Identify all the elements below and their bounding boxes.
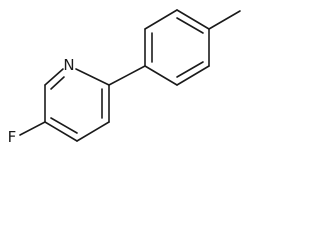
bond-t6-t1: [144, 65, 178, 86]
bond-c3-c4: [76, 121, 110, 142]
pyridine-ring: [44, 68, 110, 142]
bond-c4-c5-inner: [50, 117, 78, 134]
nitrogen-atom-label: N: [63, 56, 74, 74]
bond-c6-n-inner: [50, 76, 65, 90]
bond-biaryl: [108, 65, 146, 86]
structural-formula: N F: [8, 9, 241, 146]
bond-t2-t3: [144, 9, 178, 30]
fluorine-atom-label: F: [8, 128, 17, 146]
bond-t5-t6: [176, 65, 210, 86]
bond-c5-f: [19, 121, 46, 136]
bond-c4-c5: [44, 121, 78, 142]
bond-t3-t4-inner: [176, 17, 204, 34]
bond-n-c2: [75, 68, 110, 86]
bond-c6-n: [44, 68, 64, 86]
bond-t5-t6-inner: [176, 61, 204, 78]
bond-t3-t4: [176, 9, 210, 30]
bond-methyl: [208, 10, 241, 30]
toluene-ring: [144, 9, 210, 86]
